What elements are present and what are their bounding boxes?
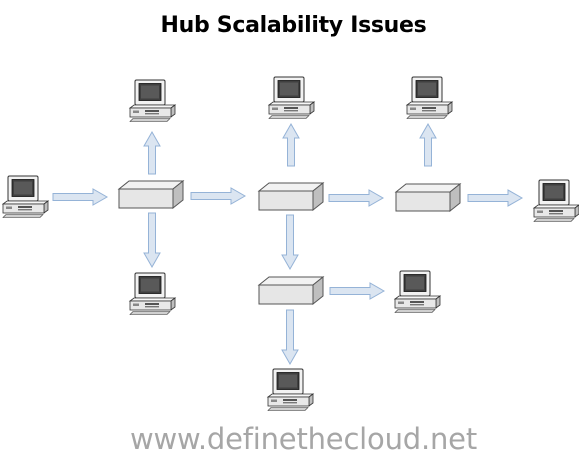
network-hub-icon bbox=[395, 183, 461, 212]
link-arrow bbox=[52, 188, 108, 206]
desktop-computer-icon bbox=[267, 368, 314, 411]
desktop-computer-icon bbox=[394, 270, 441, 313]
link-arrow bbox=[329, 282, 385, 300]
link-arrow bbox=[328, 189, 384, 207]
link-arrow bbox=[281, 309, 299, 365]
link-arrow bbox=[190, 187, 246, 205]
network-hub-icon bbox=[258, 276, 324, 305]
desktop-computer-icon bbox=[406, 76, 453, 119]
network-hub-icon bbox=[118, 180, 184, 209]
link-arrow bbox=[467, 189, 523, 207]
desktop-computer-icon bbox=[129, 272, 176, 315]
link-arrow bbox=[282, 123, 300, 167]
network-hub-icon bbox=[258, 182, 324, 211]
link-arrow bbox=[143, 131, 161, 175]
desktop-computer-icon bbox=[533, 179, 579, 222]
desktop-computer-icon bbox=[129, 79, 176, 122]
watermark-url: www.definethecloud.net bbox=[130, 422, 477, 456]
link-arrow bbox=[281, 214, 299, 270]
desktop-computer-icon bbox=[268, 76, 315, 119]
link-arrow bbox=[143, 212, 161, 268]
diagram-title: Hub Scalability Issues bbox=[160, 13, 427, 38]
link-arrow bbox=[419, 123, 437, 167]
desktop-computer-icon bbox=[2, 175, 49, 218]
